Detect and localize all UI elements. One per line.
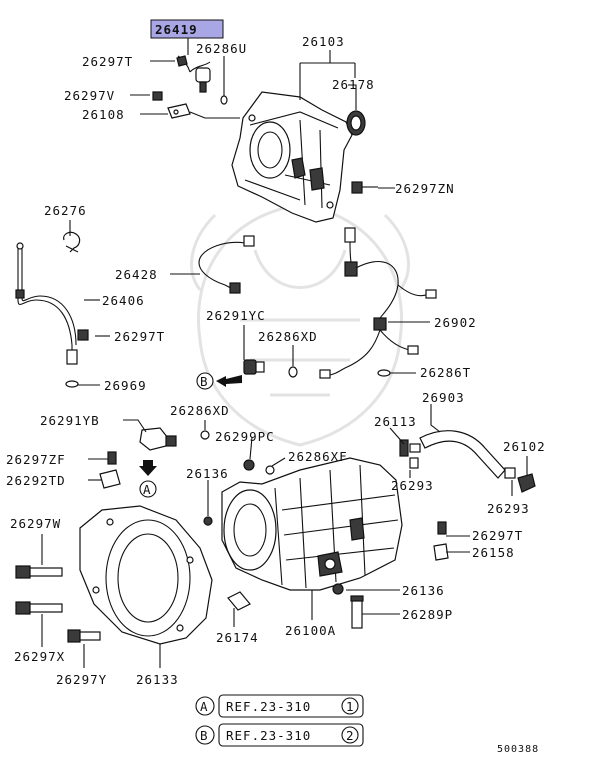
- reference-b-text: REF.23-310: [226, 728, 311, 743]
- sensor-26291YC: [243, 359, 265, 375]
- callout-26297T-a[interactable]: 26297T: [82, 54, 133, 69]
- callout-26903[interactable]: 26903: [422, 390, 465, 405]
- oring-26286T: [377, 369, 391, 377]
- callout-26291YB[interactable]: 26291YB: [40, 413, 100, 428]
- bolt-26297Y: [67, 629, 101, 643]
- callout-26136-b[interactable]: 26136: [402, 583, 445, 598]
- harness-26428: [198, 235, 255, 294]
- bracket-26174: [227, 591, 251, 611]
- pipe-26289P: [350, 595, 364, 629]
- callout-26108[interactable]: 26108: [82, 107, 125, 122]
- callout-26406[interactable]: 26406: [102, 293, 145, 308]
- callout-26286U[interactable]: 26286U: [196, 41, 247, 56]
- callout-26297V[interactable]: 26297V: [64, 88, 115, 103]
- callout-26100A[interactable]: 26100A: [285, 623, 336, 638]
- bolt-26297T-c: [437, 521, 447, 535]
- clip-26293-a: [409, 457, 419, 469]
- callout-26103[interactable]: 26103: [302, 34, 345, 49]
- reference-row-b[interactable]: B REF.23-310 2: [195, 723, 364, 747]
- callout-26297T-b[interactable]: 26297T: [114, 329, 165, 344]
- reference-b-marker: B: [200, 728, 209, 743]
- callout-26133[interactable]: 26133: [136, 672, 179, 687]
- callout-26293-a[interactable]: 26293: [391, 478, 434, 493]
- clip-26293-b: [504, 467, 516, 479]
- bolt-26297T-a: [176, 55, 188, 67]
- harness-26902: [319, 227, 437, 379]
- cable-26406: [15, 242, 78, 365]
- plug-26136-b: [332, 583, 344, 595]
- transmission-case-26100A: [221, 457, 403, 591]
- callout-26297Y[interactable]: 26297Y: [56, 672, 107, 687]
- diagram-id: 500388: [497, 744, 539, 755]
- callout-26113[interactable]: 26113: [374, 414, 417, 429]
- reference-a-text: REF.23-310: [226, 699, 311, 714]
- bolt-26297T-b: [77, 329, 89, 341]
- callout-26293-b[interactable]: 26293: [487, 501, 530, 516]
- oring-26969: [65, 380, 79, 388]
- callout-26902[interactable]: 26902: [434, 315, 477, 330]
- callout-26286XF[interactable]: 26286XF: [288, 449, 348, 464]
- bolt-26113: [399, 439, 421, 457]
- bolt-26297W: [15, 565, 63, 579]
- callout-26297W[interactable]: 26297W: [10, 516, 61, 531]
- clamp-26276: [63, 231, 81, 253]
- converter-housing-26133: [79, 505, 213, 645]
- bolt-26297X: [15, 601, 63, 615]
- sensor-26291YB: [139, 427, 177, 451]
- reference-b-num: 2: [346, 728, 355, 743]
- fitting-26102: [517, 473, 536, 493]
- oring-26286XD-a: [288, 366, 298, 378]
- seal-26178: [346, 110, 366, 136]
- callout-26969[interactable]: 26969: [104, 378, 147, 393]
- bolt-26297ZF: [107, 451, 117, 465]
- reference-a-num: 1: [346, 699, 355, 714]
- tube-26903: [419, 430, 506, 479]
- callout-26299PC[interactable]: 26299PC: [215, 429, 275, 444]
- callout-26428[interactable]: 26428: [115, 267, 158, 282]
- callout-26158[interactable]: 26158: [472, 545, 515, 560]
- marker-b-pointer[interactable]: B: [196, 372, 242, 390]
- callout-26297ZF[interactable]: 26297ZF: [6, 452, 66, 467]
- callout-26276[interactable]: 26276: [44, 203, 87, 218]
- oring-26286U: [220, 95, 228, 105]
- oring-26286XD-b: [200, 430, 210, 440]
- bolt-26297V: [152, 91, 163, 101]
- reference-a-marker: A: [200, 699, 209, 714]
- callout-26286XD-b[interactable]: 26286XD: [170, 403, 230, 418]
- highlight-26419: [150, 19, 224, 39]
- marker-a-pointer[interactable]: A: [139, 460, 157, 498]
- bracket-26292TD: [99, 469, 121, 489]
- watermark-emblem: [190, 203, 410, 447]
- plug-26136-a: [203, 516, 213, 526]
- callout-26174[interactable]: 26174: [216, 630, 259, 645]
- bolt-26299PC: [243, 459, 255, 471]
- marker-a-letter: A: [143, 482, 152, 497]
- callout-26297X[interactable]: 26297X: [14, 649, 65, 664]
- callout-26102[interactable]: 26102: [503, 439, 546, 454]
- callout-26289P[interactable]: 26289P: [402, 607, 453, 622]
- callout-26297T-c[interactable]: 26297T: [472, 528, 523, 543]
- oring-26286XF: [265, 465, 275, 475]
- callout-26292TD[interactable]: 26292TD: [6, 473, 66, 488]
- bolt-26297ZN: [351, 181, 378, 194]
- bracket-26108: [167, 103, 191, 119]
- callout-26297ZN[interactable]: 26297ZN: [395, 181, 455, 196]
- callout-26286T[interactable]: 26286T: [420, 365, 471, 380]
- marker-b-letter: B: [200, 374, 209, 389]
- callout-26136-a[interactable]: 26136: [186, 466, 229, 481]
- callout-26178[interactable]: 26178: [332, 77, 375, 92]
- callout-labels: 26419 26286U 26297T 26103 26178 26297V 2…: [6, 19, 546, 687]
- callout-26286XD-a[interactable]: 26286XD: [258, 329, 318, 344]
- callout-26291YC[interactable]: 26291YC: [206, 308, 266, 323]
- callout-26419[interactable]: 26419: [155, 22, 198, 37]
- extension-housing-26103: [231, 91, 353, 223]
- reference-row-a[interactable]: A REF.23-310 1: [195, 694, 364, 718]
- leader-lines: [41, 38, 528, 668]
- bracket-26158: [433, 543, 449, 561]
